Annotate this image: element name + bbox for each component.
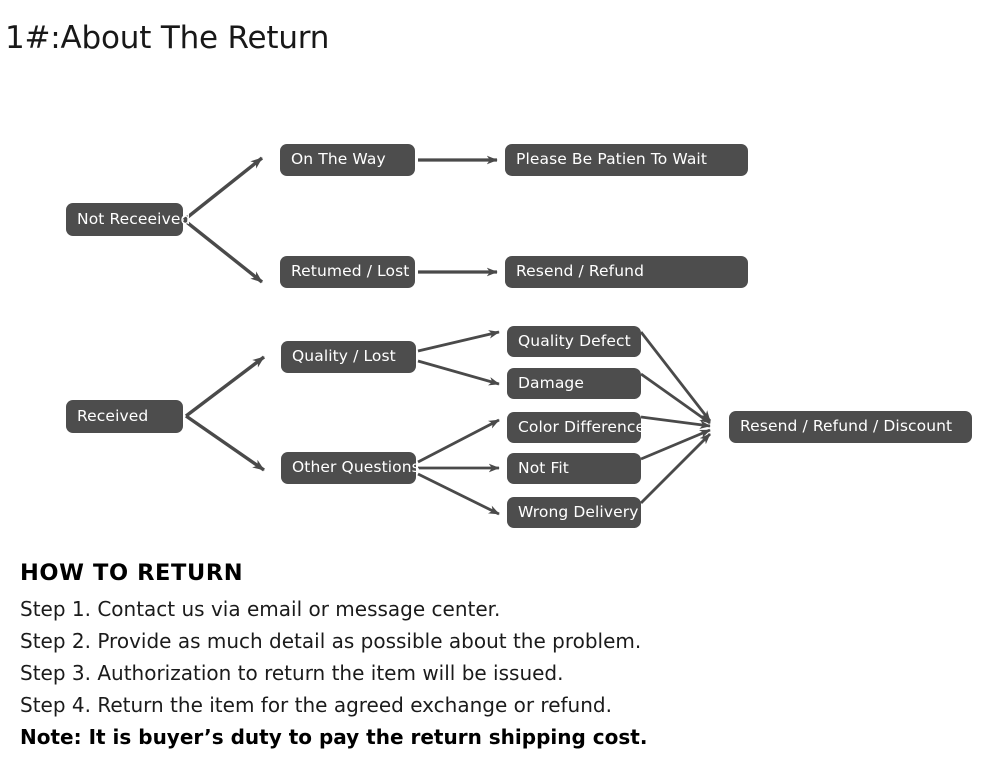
node-damage[interactable]: Damage — [507, 368, 641, 399]
node-returned-lost[interactable]: Retumed / Lost — [280, 256, 415, 288]
how-to-return-section: HOW TO RETURN Step 1. Contact us via ema… — [20, 560, 980, 753]
how-to-return-step: Step 1. Contact us via email or message … — [20, 597, 501, 621]
node-on-the-way[interactable]: On The Way — [280, 144, 415, 176]
node-wrong-delivery[interactable]: Wrong Delivery — [507, 497, 641, 528]
node-received[interactable]: Received — [66, 400, 183, 433]
node-resend-refund-discount[interactable]: Resend / Refund / Discount — [729, 411, 972, 443]
node-quality-defect[interactable]: Quality Defect — [507, 326, 641, 357]
node-quality-lost[interactable]: Quality / Lost — [281, 341, 416, 373]
node-other-questions[interactable]: Other Questions — [281, 452, 420, 484]
how-to-return-step: Step 3. Authorization to return the item… — [20, 661, 564, 685]
flowchart-arrows — [182, 155, 712, 516]
how-to-return-note: Note: It is buyer’s duty to pay the retu… — [20, 725, 648, 749]
node-not-fit[interactable]: Not Fit — [507, 453, 641, 484]
node-please-be-patient-to-wait[interactable]: Please Be Patien To Wait — [505, 144, 748, 176]
how-to-return-heading: HOW TO RETURN — [20, 560, 244, 586]
node-color-difference[interactable]: Color Difference — [507, 412, 645, 443]
node-resend-refund[interactable]: Resend / Refund — [505, 256, 748, 288]
return-flowchart: Not Receeived On The Way Retumed / Lost … — [0, 110, 1000, 550]
node-not-received[interactable]: Not Receeived — [66, 203, 190, 236]
how-to-return-step: Step 2. Provide as much detail as possib… — [20, 629, 642, 653]
how-to-return-step: Step 4. Return the item for the agreed e… — [20, 693, 612, 717]
page-title: 1#:About The Return — [5, 20, 330, 56]
